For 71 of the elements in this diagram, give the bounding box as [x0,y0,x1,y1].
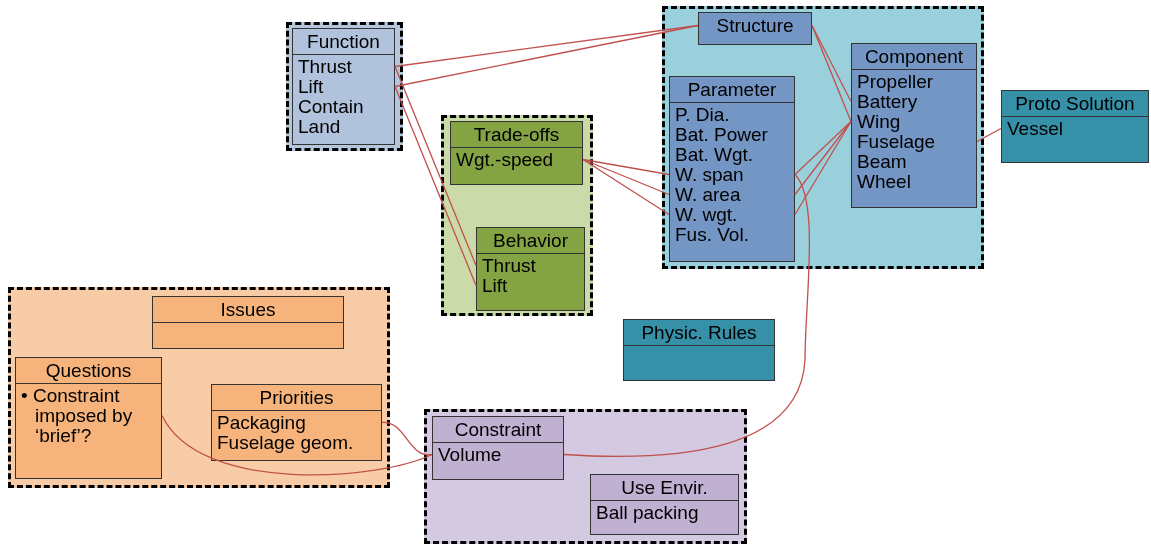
list-item: P. Dia. [675,104,730,125]
dashed-region [8,287,390,488]
class-box [623,319,775,381]
class-box [432,416,564,480]
dashed-region [286,22,403,151]
list-item: Wing [857,111,901,132]
connector-line [394,65,477,267]
connector-line [976,127,1002,143]
connector-line [794,120,852,216]
box-heading: Use Envir. [621,477,708,498]
list-item: • Constraint imposed by ‘brief’? [21,385,133,446]
list-item: Ball packing [596,502,699,523]
connector-line [381,421,433,456]
class-box [292,28,395,145]
class-box [590,474,739,535]
list-item: Beam [857,151,907,172]
connector-line [582,158,670,176]
connector-line [794,120,852,196]
connector-line [811,24,852,123]
connector-line [563,173,811,457]
list-item: Packaging [217,412,306,433]
list-item: Fus. Vol. [675,224,749,245]
list-item: Thrust [482,255,536,276]
dashed-region [424,409,747,544]
connector-line [794,120,852,176]
class-box [1001,90,1149,163]
class-box [211,384,382,461]
list-item: Propeller [857,71,934,92]
box-heading: Questions [45,360,132,381]
box-heading: Proto Solution [1015,93,1135,114]
connector-line [161,414,433,476]
list-item: W. wgt. [675,204,738,225]
list-item: Bat. Power [675,124,768,145]
box-heading: Behavior [493,230,568,251]
dashed-region [662,6,984,269]
box-heading: Priorities [259,387,334,408]
list-item: Lift [482,275,508,296]
list-item: Contain [298,96,364,117]
box-heading: Structure [716,15,794,36]
list-item: Bat. Wgt. [675,144,754,165]
connector-line [582,158,670,196]
connector-line [394,85,477,287]
list-item: Land [298,116,341,137]
box-heading: Component [864,46,964,67]
box-heading: Trade-offs [473,124,560,145]
list-item: W. span [675,164,744,185]
list-item: Vessel [1007,118,1063,139]
list-item: Wgt.-speed [456,149,554,170]
box-heading: Issues [220,299,276,320]
class-box [476,227,585,311]
box-heading: Constraint [454,419,542,440]
class-box [669,76,795,262]
list-item: Lift [298,76,324,97]
connector-line [582,158,670,216]
class-box [698,12,812,45]
list-item: Thrust [298,56,352,77]
box-heading: Parameter [687,79,777,100]
box-heading: Physic. Rules [641,322,757,343]
list-item: W. area [675,184,741,205]
list-item: Volume [438,444,502,465]
class-box [152,296,344,349]
list-item: Fuselage geom. [217,432,354,453]
class-box [851,43,977,208]
class-box [15,357,162,479]
list-item: Fuselage [857,131,936,152]
dashed-region [441,115,593,316]
connector-line [394,24,699,88]
list-item: Battery [857,91,918,112]
class-box [450,121,583,185]
list-item: Wheel [857,171,911,192]
box-heading: Function [307,31,380,52]
